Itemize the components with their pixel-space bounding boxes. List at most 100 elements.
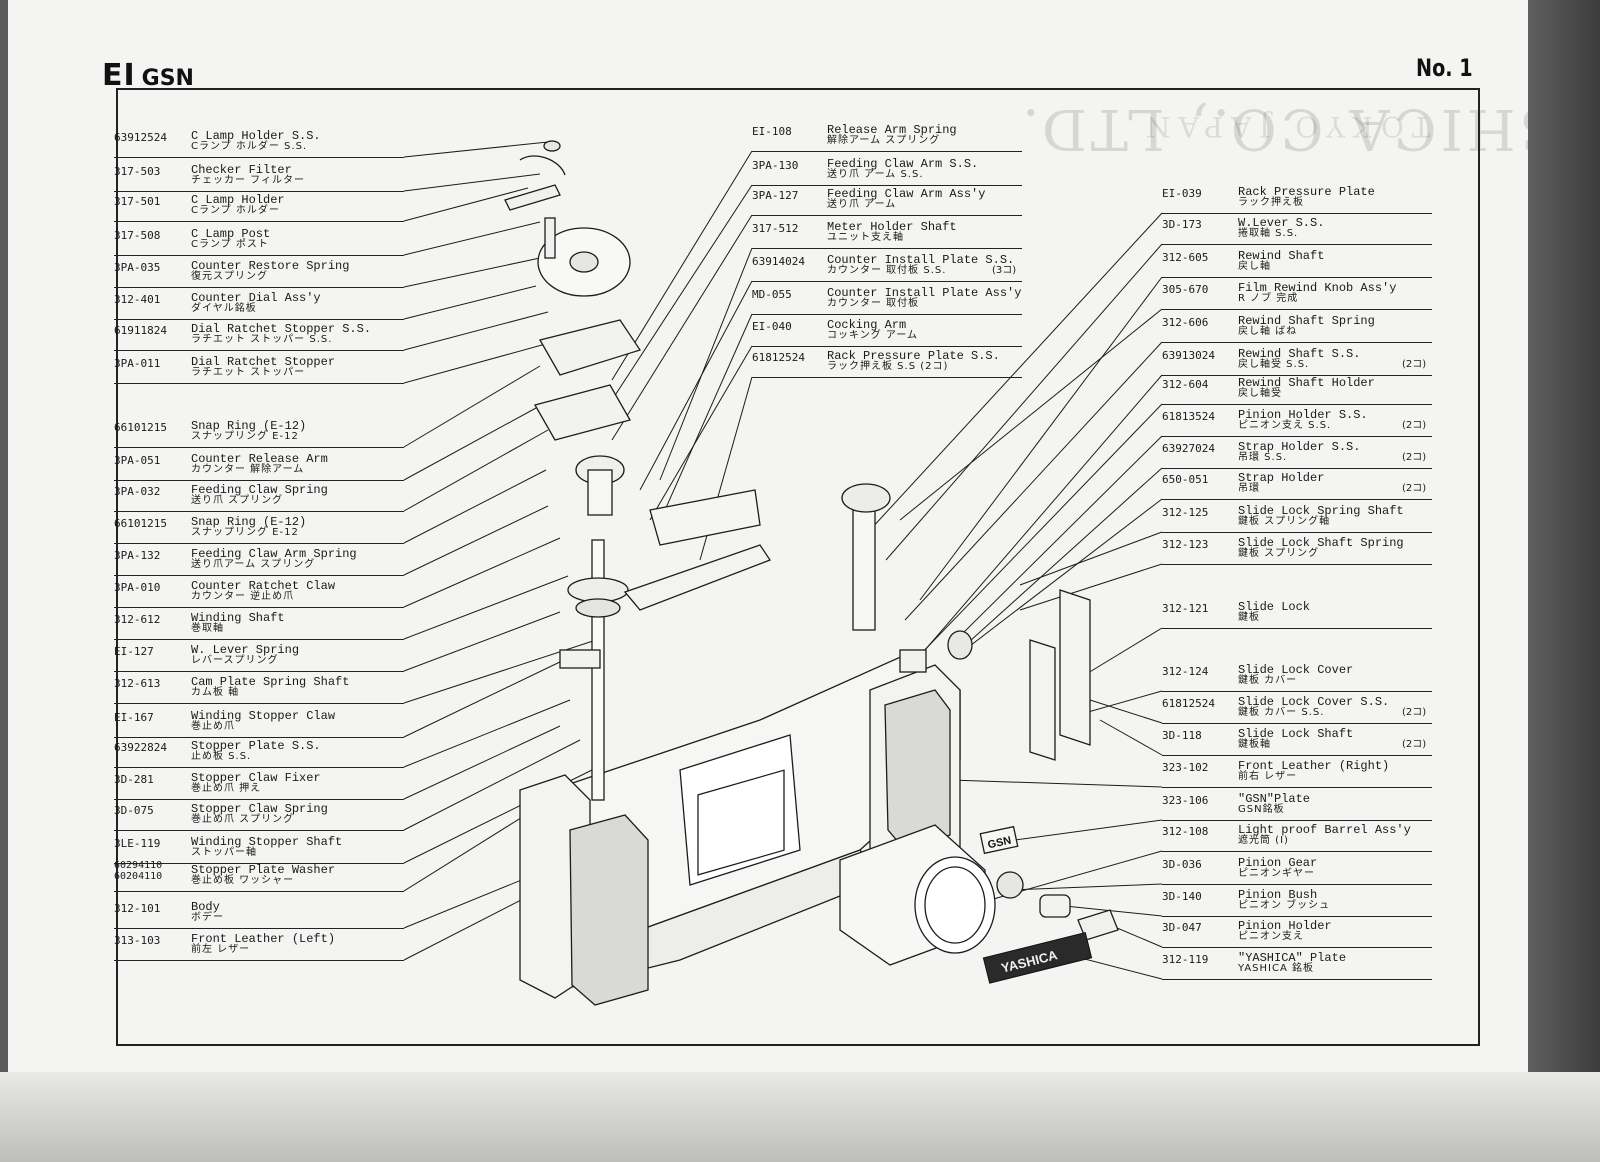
part-name-en: Stopper Claw Fixer — [191, 771, 321, 785]
part-quantity: (2コ) — [1402, 359, 1427, 370]
part-name-en: Pinion Holder — [1238, 919, 1332, 933]
part-name-en: Slide Lock Cover — [1238, 663, 1354, 677]
leader-lines — [403, 141, 1163, 980]
front-leather-right — [884, 689, 951, 851]
part-name-en: Feeding Claw Spring — [191, 483, 328, 497]
part-name-jp: 鍵板 — [1238, 612, 1260, 623]
part-underline — [114, 863, 404, 864]
counter-install-plate — [539, 319, 642, 376]
part-number: 312-123 — [1162, 538, 1209, 551]
leader-left-8 — [403, 339, 561, 384]
counter-shaft — [587, 469, 613, 516]
part-number: 3D-036 — [1162, 858, 1202, 871]
counter-ratchet-plate — [534, 384, 631, 441]
part-underline — [114, 383, 404, 384]
sheet-number: No. 1 — [1416, 54, 1473, 82]
part-name-en: Stopper Plate S.S. — [191, 739, 321, 753]
part-number: 63914024 — [752, 255, 805, 268]
leader-right-15 — [1089, 699, 1163, 724]
part-name-en: Stopper Claw Spring — [191, 802, 328, 816]
part-underline — [114, 703, 404, 704]
part-underline — [114, 350, 404, 351]
part-underline — [114, 543, 404, 544]
part-name-en: Counter Ratchet Claw — [191, 579, 336, 593]
part-underline — [1162, 342, 1432, 343]
part-underline — [1162, 723, 1432, 724]
part-name-en: Slide Lock Spring Shaft — [1238, 504, 1404, 518]
part-number: 312-612 — [114, 613, 161, 626]
part-number: 312-606 — [1162, 316, 1209, 329]
part-underline — [114, 607, 404, 608]
leader-right-4 — [899, 308, 1163, 521]
part-name-jp: カウンター 逆止め爪 — [191, 591, 295, 602]
part-name-jp: ピニオンギヤー — [1238, 868, 1315, 879]
leader-right-12 — [1019, 563, 1163, 611]
feeding-claw-arm — [623, 544, 771, 611]
part-name-en: Rewind Shaft — [1238, 249, 1325, 263]
part-name-jp: 送り爪 アーム — [827, 199, 897, 210]
part-number: EI-167 — [114, 711, 154, 724]
part-number: 3D-118 — [1162, 729, 1202, 742]
part-number: 317-501 — [114, 195, 161, 208]
part-name-jp: ピニオン支え — [1238, 931, 1304, 942]
part-underline — [752, 185, 1022, 186]
part-name-jp: 吊環 — [1238, 483, 1260, 494]
yashica-plate — [982, 931, 1093, 984]
part-name-jp: 巻止め爪 スプリング — [191, 814, 295, 825]
slide-lock-cover — [1029, 639, 1056, 761]
part-underline — [1162, 947, 1432, 948]
part-underline — [1162, 884, 1432, 885]
part-underline — [1162, 532, 1432, 533]
part-name-jp: Cランプ ホルダー S.S. — [191, 141, 308, 152]
part-underline — [1162, 277, 1432, 278]
part-name-jp: ストッパー軸 — [191, 847, 257, 858]
part-number: 3PA-032 — [114, 485, 161, 498]
part-name-jp: 解除アーム スプリング — [827, 135, 941, 146]
part-name-jp: カウンター 解除アーム — [191, 464, 305, 475]
part-name-en: Snap Ring (E-12) — [191, 419, 307, 433]
part-name-en: Feeding Claw Arm S.S. — [827, 157, 979, 171]
part-number: 61812524 — [752, 351, 805, 364]
part-quantity: (2コ) — [1402, 452, 1427, 463]
part-name-en: Feeding Claw Arm Ass'y — [827, 187, 986, 201]
part-number: 63913024 — [1162, 349, 1215, 362]
part-name-jp: 戻し軸受 S.S. — [1238, 359, 1310, 370]
leader-right-7 — [914, 403, 1163, 661]
part-number: 313-103 — [114, 934, 161, 947]
part-number: 323-106 — [1162, 794, 1209, 807]
part-name-jp: 前左 レザー — [191, 944, 251, 955]
leader-right-10 — [961, 498, 1163, 653]
counter-install-plate-right — [649, 489, 761, 546]
part-name-en: Light proof Barrel Ass'y — [1238, 823, 1411, 837]
part-underline — [114, 221, 404, 222]
part-number: 305-670 — [1162, 283, 1209, 296]
part-name-en: "YASHICA" Plate — [1238, 951, 1347, 965]
part-name-en: C Lamp Holder — [191, 193, 285, 207]
part-name-jp: 巻止め爪 押え — [191, 783, 262, 794]
part-number: EI-108 — [752, 125, 792, 138]
part-name-en: Rack Pressure Plate S.S. — [827, 349, 1000, 363]
part-name-jp: 戻し軸 — [1238, 261, 1271, 272]
leader-left-7 — [403, 311, 549, 351]
leader-left-13 — [403, 505, 549, 576]
c-lamp-post — [544, 217, 556, 259]
part-quantity: (2コ) — [1402, 420, 1427, 431]
part-name-en: Rewind Shaft Holder — [1238, 376, 1375, 390]
part-underline — [752, 377, 1022, 378]
leader-left-23 — [403, 805, 541, 892]
part-number: 60294110 60204110 — [114, 860, 163, 882]
part-underline — [752, 151, 1022, 152]
leader-right-11 — [1019, 531, 1163, 586]
leader-right-6 — [924, 374, 1163, 651]
pinion-bush — [1039, 894, 1071, 918]
page-bottom-shadow — [0, 1072, 1600, 1162]
front-leather-left — [569, 814, 649, 1006]
leader-left-3 — [403, 187, 529, 222]
brand-mark: EI — [102, 58, 136, 93]
part-underline — [1162, 468, 1432, 469]
leader-right-20 — [1009, 883, 1163, 891]
part-name-en: Slide Lock Cover S.S. — [1238, 695, 1390, 709]
part-name-en: Counter Install Plate S.S. — [827, 253, 1015, 267]
part-number: 63922824 — [114, 741, 167, 754]
diagram-frame — [116, 88, 1480, 1046]
